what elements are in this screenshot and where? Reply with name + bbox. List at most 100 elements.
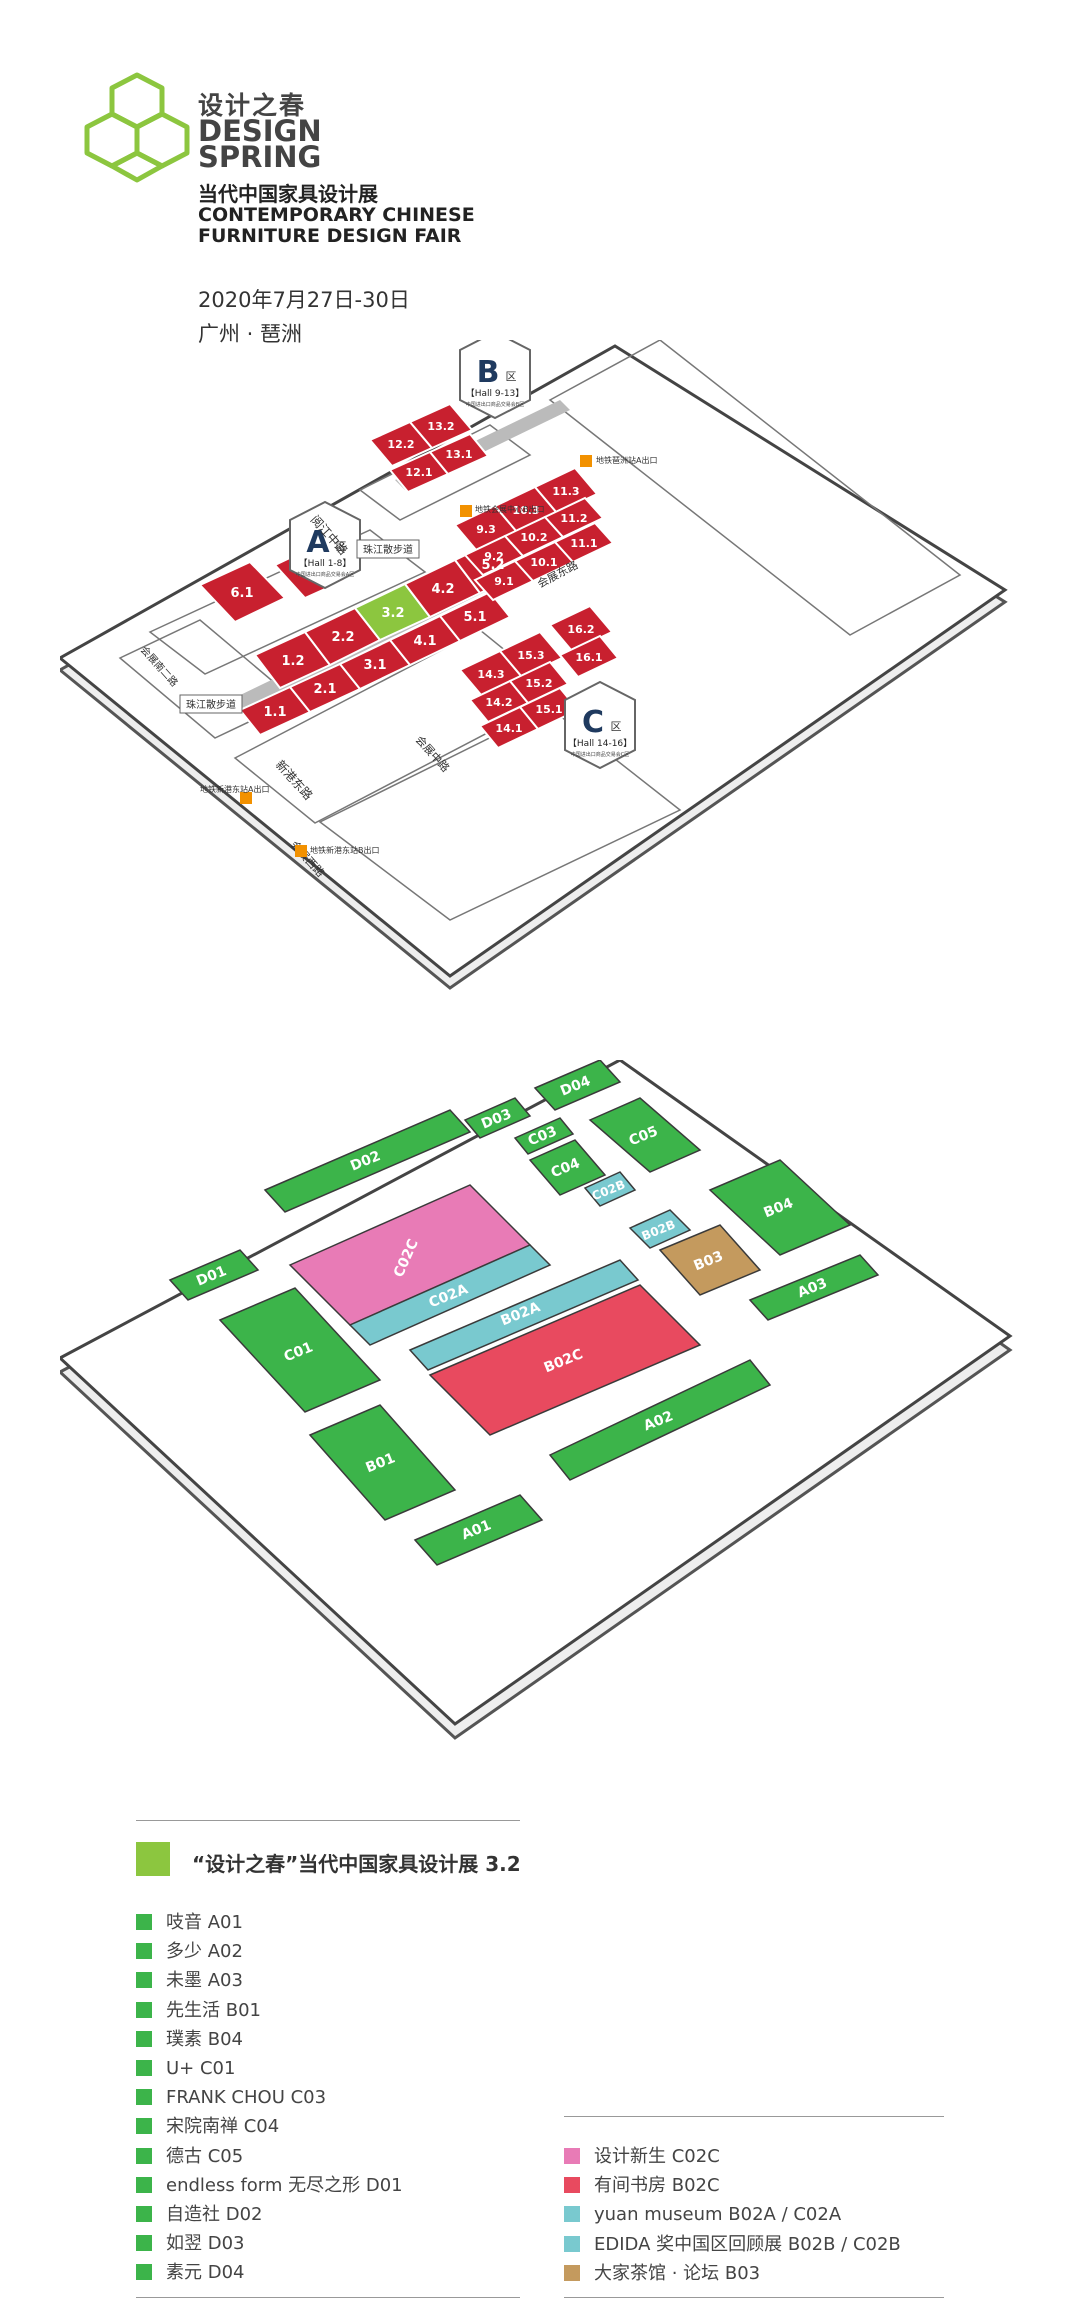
- booth-a03[interactable]: [748, 1254, 880, 1321]
- event-location: 广州 · 琶洲: [198, 322, 303, 346]
- legend-item: 宋院南禅 C04: [136, 2116, 279, 2138]
- legend-swatch: [136, 1943, 152, 1960]
- booth-d04[interactable]: [533, 1060, 622, 1111]
- zone-note: 中国进出口商品交易会C区: [571, 751, 630, 758]
- legend-item: 璞素 B04: [136, 2029, 243, 2051]
- booth-a02[interactable]: [548, 1359, 772, 1481]
- booth-c04[interactable]: [528, 1139, 607, 1196]
- hall-5-1[interactable]: [438, 590, 512, 643]
- legend-swatch: [564, 2264, 580, 2281]
- hall-label: 4.2: [431, 582, 454, 597]
- metro-marker-1: 地铁新港东站A出口: [200, 784, 269, 804]
- legend-swatch: [564, 2206, 580, 2223]
- booth-b02b[interactable]: [628, 1209, 692, 1249]
- hall-label: 3.1: [363, 658, 386, 673]
- legend-item-label: endless form 无尽之形 D01: [166, 2174, 403, 2196]
- zone-b-badge[interactable]: B 区 【Hall 9-13】 中国进出口商品交易会B区: [459, 340, 531, 420]
- zone-note: 中国进出口商品交易会B区: [466, 401, 524, 408]
- hall-label: 9.1: [494, 575, 514, 588]
- booth-c01[interactable]: [218, 1287, 382, 1413]
- hall-11-2[interactable]: [543, 496, 605, 539]
- legend-title-swatch: [136, 1842, 170, 1876]
- legend-item-label: EDIDA 奖中国区回顾展 B02B / C02B: [594, 2233, 901, 2255]
- hall-label: 16.1: [575, 651, 602, 664]
- metro-label: 地铁新港东站B出口: [310, 845, 380, 855]
- zone-note: 中国进出口商品交易会A区: [296, 571, 354, 578]
- booth-d03[interactable]: [463, 1097, 532, 1139]
- zone-suffix: 区: [336, 540, 347, 553]
- hall-label: 1.1: [263, 705, 286, 720]
- booth-c02a[interactable]: [348, 1244, 552, 1346]
- zone-b-halls: [368, 402, 615, 602]
- hall-11-1[interactable]: [553, 521, 615, 564]
- zone-a-badge[interactable]: A 区 【Hall 1-8】 中国进出口商品交易会A区: [289, 500, 361, 590]
- hall-label: 9.3: [476, 523, 496, 536]
- legend-title: “设计之春”当代中国家具设计展 3.2: [192, 1852, 521, 1876]
- booth-b02a[interactable]: [408, 1259, 640, 1371]
- metro-marker-3: 地铁琶洲站A出口: [580, 455, 657, 467]
- legend-swatch: [564, 2148, 580, 2164]
- zone-c-badge[interactable]: C 区 【Hall 14-16】 中国进出口商品交易会C区: [564, 680, 636, 770]
- booth-b03[interactable]: [658, 1224, 762, 1296]
- hall-15-3[interactable]: [498, 630, 564, 679]
- legend-swatch: [136, 2147, 152, 2164]
- legend-divider-bottom-right: [564, 2297, 944, 2298]
- legend-swatch: [136, 2264, 152, 2281]
- fair-name-cn: 当代中国家具设计展: [198, 182, 378, 206]
- zone-sub: 【Hall 1-8】: [299, 558, 352, 569]
- zone-sub: 【Hall 14-16】: [568, 738, 632, 749]
- zone-suffix: 区: [611, 720, 622, 733]
- booth-c03[interactable]: [513, 1117, 575, 1155]
- hall-label: 4.1: [413, 634, 436, 649]
- hall-13-2[interactable]: [408, 402, 474, 450]
- hall-13-1[interactable]: [428, 432, 490, 476]
- legend-swatch: [136, 1972, 152, 1989]
- hall-label: 1.2: [281, 654, 304, 669]
- design-spring-logo-icon: [84, 72, 190, 183]
- legend-item: 有间书房 B02C: [564, 2175, 720, 2197]
- hall-16-1[interactable]: [558, 634, 620, 679]
- legend-swatch: [136, 2030, 152, 2047]
- booth-c02b[interactable]: [583, 1171, 637, 1207]
- legend-item: 多少 A02: [136, 1941, 243, 1963]
- zone-sub: 【Hall 9-13】: [466, 388, 525, 399]
- legend-item: 设计新生 C02C: [564, 2146, 720, 2168]
- hall-label: 12.2: [387, 438, 414, 451]
- zone-letter: A: [306, 525, 330, 560]
- event-date: 2020年7月27日-30日: [198, 288, 410, 312]
- booth-b01[interactable]: [308, 1404, 457, 1521]
- metro-icon: [460, 505, 472, 517]
- hall-label: 13.1: [445, 448, 472, 461]
- legend-item: 未墨 A03: [136, 1970, 243, 1992]
- legend-divider-bottom-left: [136, 2297, 520, 2298]
- walkway-callout-1: 珠江散步道: [356, 539, 420, 559]
- legend-divider-right: [564, 2116, 944, 2117]
- fair-name-en-line2: FURNITURE DESIGN FAIR: [198, 225, 462, 247]
- zone-c-halls: [458, 604, 620, 750]
- hall-11-3[interactable]: [533, 466, 599, 515]
- legend-swatch: [136, 2176, 152, 2193]
- booth-d01[interactable]: [168, 1249, 260, 1301]
- hall-label: 16.2: [567, 623, 594, 636]
- exhibition-site-map: 6.1 8.1 1.2 2.2 3.2 4.2 5.2 1.1 2.1 3.1 …: [60, 340, 1008, 990]
- booth-b02c[interactable]: [428, 1284, 702, 1436]
- legend-item: U+ C01: [136, 2058, 235, 2080]
- zone-suffix: 区: [506, 370, 517, 383]
- legend-swatch: [136, 2235, 152, 2252]
- legend-item-label: 大家茶馆 · 论坛 B03: [594, 2262, 761, 2284]
- zone-letter: B: [477, 355, 500, 390]
- legend-item-label: yuan museum B02A / C02A: [594, 2204, 842, 2226]
- booth-d02[interactable]: [263, 1109, 472, 1213]
- booth-b04[interactable]: [708, 1159, 852, 1256]
- legend-swatch: [564, 2177, 580, 2194]
- metro-icon: [295, 845, 307, 857]
- hall-15-2[interactable]: [508, 660, 570, 705]
- booth-c05[interactable]: [588, 1097, 702, 1173]
- brand-name-en-line1: DESIGN: [198, 114, 322, 148]
- legend-item: 素元 D04: [136, 2262, 245, 2284]
- booth-a01[interactable]: [413, 1494, 544, 1566]
- legend-item-label: 素元 D04: [166, 2262, 245, 2284]
- hall-16-2[interactable]: [548, 604, 614, 653]
- hall-6-1[interactable]: [198, 560, 287, 624]
